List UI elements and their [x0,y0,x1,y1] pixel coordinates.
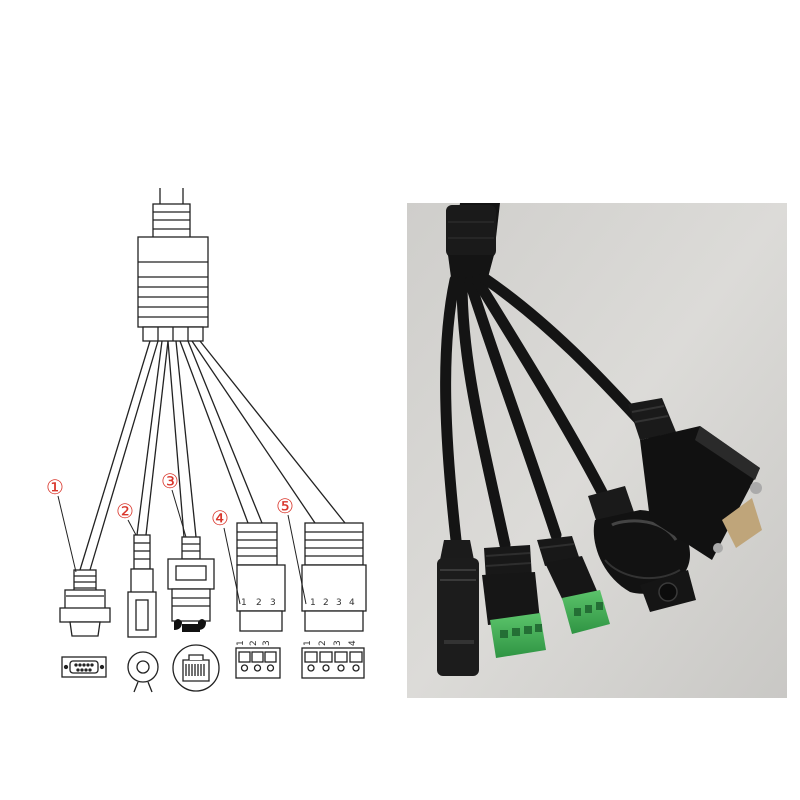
pin-labels-3: 1 2 3 1 2 3 [236,598,276,646]
pin-labels-4: 1 2 3 4 1 2 3 4 [303,598,358,646]
pin-label: 2 [256,598,262,608]
connector-4-terminal-3pin [236,522,286,632]
branch-cables [79,340,346,571]
main-cable-hub [137,188,209,342]
line-drawing [57,188,367,693]
callout-3: ③ [161,469,179,493]
pin-label: 3 [262,640,272,646]
callout-4: ④ [211,506,229,530]
pin-label: 2 [249,640,259,646]
dc-power-jack-icon [127,651,159,693]
callout-2: ② [116,499,134,523]
product-photo [407,203,787,698]
pin-label: 4 [349,598,355,608]
pin-label: 1 [241,598,247,608]
pin-label: 2 [318,640,328,646]
pin-label: 2 [323,598,329,608]
pin-label: 1 [310,598,316,608]
rj45-port-icon [172,644,220,692]
callouts: ① ② ③ ④ ⑤ [46,469,294,530]
connector-2-dc [127,534,157,638]
terminal-block-4pin-icon [301,647,365,679]
pin-label: 3 [270,598,276,608]
callout-5: ⑤ [276,494,294,518]
connector-1-db9 [59,569,111,637]
connector-5-terminal-4pin [301,522,367,632]
pin-label: 3 [333,640,343,646]
pin-label: 1 [236,640,246,646]
callout-1: ① [46,475,64,499]
callout-leaders [57,489,307,605]
pin-label: 1 [303,640,313,646]
db9-serial-icon [61,656,107,678]
connector-3-rj45 [167,536,215,632]
pin-label: 3 [336,598,342,608]
terminal-block-3pin-icon [235,647,281,679]
pin-label: 4 [348,640,358,646]
